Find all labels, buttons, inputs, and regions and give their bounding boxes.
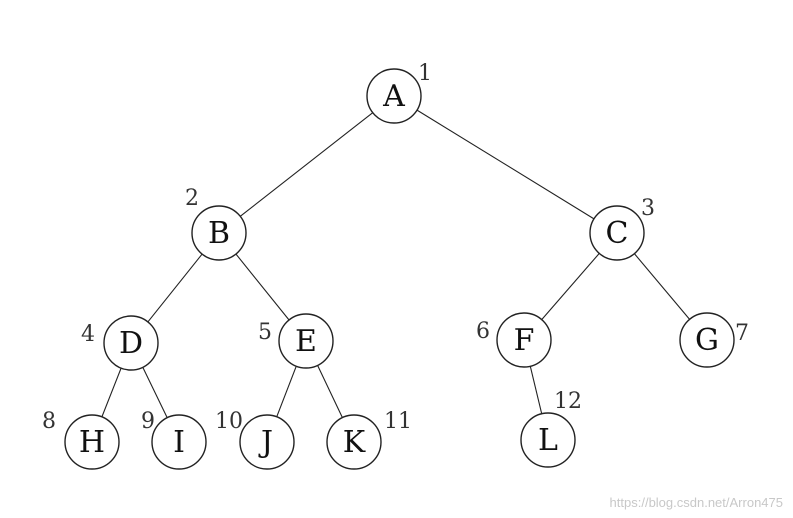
edge-b-e <box>235 253 290 321</box>
node-j: J 10 <box>215 409 295 470</box>
node-index-label: 3 <box>641 196 655 221</box>
node-circle <box>151 414 207 470</box>
node-circle <box>589 205 645 261</box>
node-index-label: 4 <box>81 322 95 347</box>
node-k: K 11 <box>326 409 412 470</box>
node-label: K <box>343 425 366 460</box>
node-index-label: 2 <box>185 186 199 211</box>
node-label: C <box>606 216 629 251</box>
node-l: L 12 <box>520 389 582 468</box>
node-index-label: 5 <box>258 320 272 345</box>
node-d: D4 <box>81 315 159 371</box>
node-circle <box>239 414 295 470</box>
node-c: C3 <box>589 196 655 261</box>
node-label: B <box>208 216 230 251</box>
node-index-label: 8 <box>42 409 56 434</box>
edge-c-f <box>541 253 600 320</box>
node-label: E <box>295 324 317 359</box>
node-circle <box>103 315 159 371</box>
edges-layer <box>101 109 691 418</box>
node-index-label: 11 <box>384 409 412 434</box>
node-index-label: 6 <box>476 319 490 344</box>
node-circle <box>520 412 576 468</box>
watermark-text: https://blog.csdn.net/Arron475 <box>609 495 783 510</box>
node-index-label: 10 <box>215 409 243 434</box>
node-f: F6 <box>476 312 552 368</box>
node-label: F <box>514 323 535 358</box>
edge-b-d <box>147 253 203 323</box>
node-index-label: 9 <box>141 409 155 434</box>
node-label: J <box>258 425 273 460</box>
node-label: H <box>79 425 105 460</box>
node-b: B2 <box>185 186 247 261</box>
node-label: I <box>173 425 185 460</box>
node-label: L <box>538 423 558 458</box>
node-index-label: 1 <box>418 61 432 86</box>
node-label: A <box>382 79 405 114</box>
edge-e-k <box>317 365 343 418</box>
node-circle <box>278 313 334 369</box>
edge-e-j <box>276 365 297 418</box>
node-circle <box>496 312 552 368</box>
node-circle <box>64 414 120 470</box>
node-index-label: 7 <box>735 321 749 346</box>
edge-c-g <box>633 253 691 320</box>
node-circle <box>191 205 247 261</box>
node-i: I9 <box>141 409 207 470</box>
node-a: A1 <box>366 61 432 124</box>
edge-a-b <box>239 112 374 217</box>
node-circle <box>326 414 382 470</box>
edge-d-h <box>101 367 122 418</box>
node-circle <box>366 68 422 124</box>
node-label: G <box>695 323 719 358</box>
edge-a-c <box>416 109 595 220</box>
edge-f-l <box>529 366 543 414</box>
node-index-label: 12 <box>554 389 582 414</box>
node-h: H8 <box>42 409 120 470</box>
node-label: D <box>119 326 143 361</box>
node-circle <box>679 312 735 368</box>
node-e: E5 <box>258 313 334 369</box>
edge-d-i <box>142 367 168 418</box>
